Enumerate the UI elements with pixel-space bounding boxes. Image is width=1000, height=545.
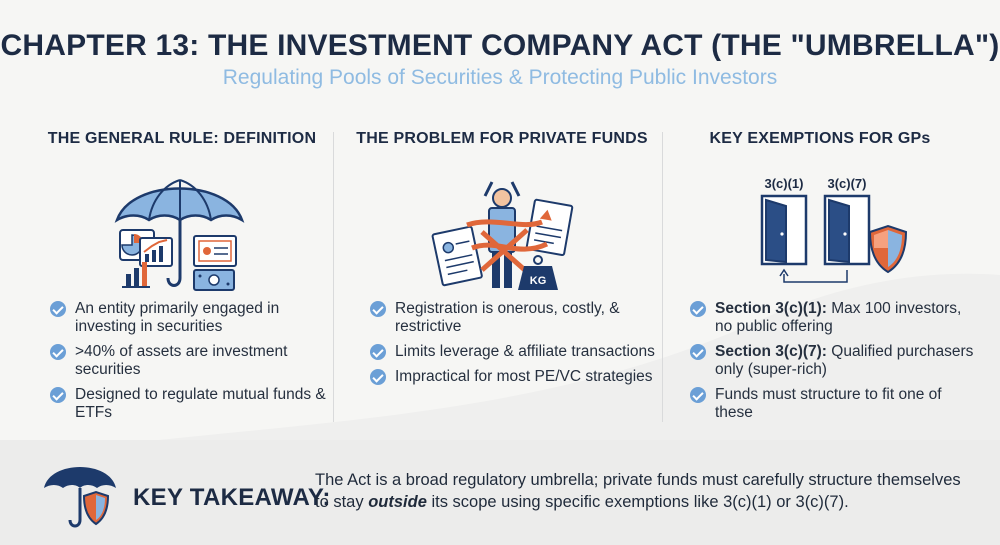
door-label-3c7: 3(c)(7) [827,176,866,191]
check-circle-icon [370,344,386,360]
list-item: Section 3(c)(1): Max 100 investors, no p… [690,300,975,336]
umbrella-shield-icon [44,467,116,528]
umbrella-securities-icon [114,179,245,291]
weight-label: KG [530,275,547,287]
check-circle-icon [50,387,66,403]
check-circle-icon [370,301,386,317]
list-item: Funds must structure to fit one of these [690,386,975,422]
list-item: Registration is onerous, costly, & restr… [370,300,660,336]
check-circle-icon [370,369,386,385]
list-item: Limits leverage & affiliate transactions [370,343,660,361]
column-divider [662,132,663,422]
check-circle-icon [690,301,706,317]
page-subtitle: Regulating Pools of Securities & Protect… [222,66,778,89]
red-tape-person-icon: KG [431,181,574,290]
list-item: >40% of assets are investment securities [50,343,340,379]
column-heading: KEY EXEMPTIONS FOR GPs [709,130,931,147]
check-circle-icon [690,387,706,403]
list-item: An entity primarily engaged in investing… [50,300,340,336]
list-item: Impractical for most PE/VC strategies [370,368,660,386]
column-key-exemptions: KEY EXEMPTIONS FOR GPs 3(c)(1) 3(c)(7) S… [660,130,980,421]
takeaway-text: The Act is a broad regulatory umbrella; … [315,471,961,511]
door-label-3c1: 3(c)(1) [764,176,803,191]
page-title: CHAPTER 13: THE INVESTMENT COMPANY ACT (… [0,29,1000,62]
column-divider [333,132,334,422]
list-item: Section 3(c)(7): Qualified purchasers on… [690,343,975,379]
check-circle-icon [50,344,66,360]
column-general-rule: THE GENERAL RULE: DEFINITION [22,130,342,421]
takeaway-label: KEY TAKEAWAY: [133,484,331,511]
check-circle-icon [690,344,706,360]
bullet-list: Section 3(c)(1): Max 100 investors, no p… [690,300,975,429]
check-circle-icon [50,301,66,317]
column-heading: THE GENERAL RULE: DEFINITION [47,130,317,147]
exemption-doors-icon: 3(c)(1) 3(c)(7) [760,176,908,283]
column-private-funds-problem: THE PROBLEM FOR PRIVATE FUNDS [342,130,662,385]
bullet-list: Registration is onerous, costly, & restr… [370,300,660,393]
bullet-list: An entity primarily engaged in investing… [50,300,340,429]
key-takeaway-panel: KEY TAKEAWAY: The Act is a broad regulat… [0,440,1000,545]
column-heading: THE PROBLEM FOR PRIVATE FUNDS [356,130,648,147]
list-item: Designed to regulate mutual funds & ETFs [50,386,340,422]
